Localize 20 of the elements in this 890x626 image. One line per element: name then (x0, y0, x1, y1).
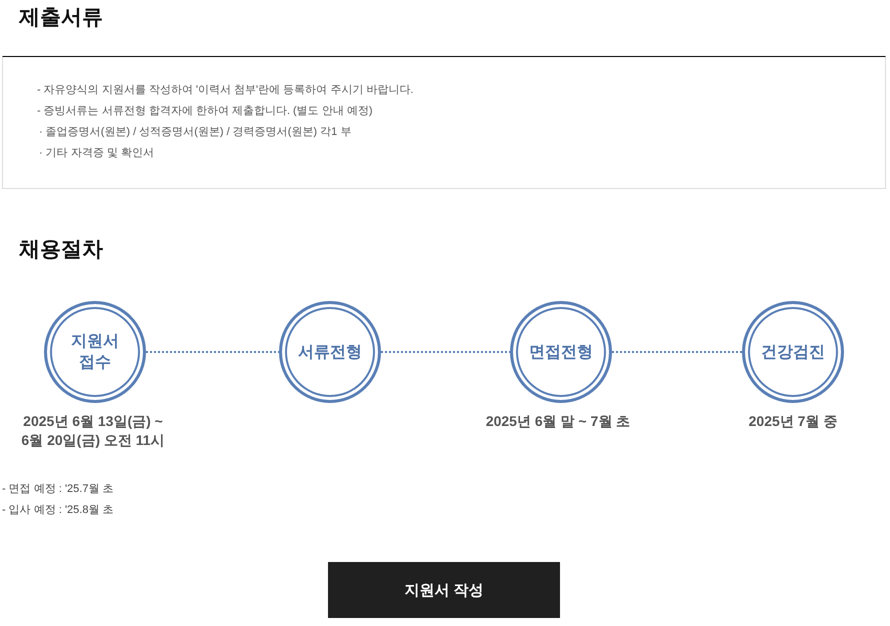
notice-panel (2, 56, 886, 189)
step-label: 지원서 접수 (70, 332, 120, 373)
dotted-connector (381, 351, 510, 353)
section-heading: 제출서류 (19, 5, 103, 31)
date-text: 2025년 7월 중 (748, 412, 838, 431)
dotted-connector (612, 351, 742, 353)
notice-text: · 기타 자격증 및 확인서 (39, 146, 154, 161)
notice-text: - 증빙서류는 서류전형 합격자에 한하여 제출합니다. (별도 안내 예정) (37, 104, 372, 119)
section-heading: 채용절차 (19, 237, 103, 263)
date-text: 2025년 6월 13일(금) ~ 6월 20일(금) 오전 11시 (20, 412, 166, 450)
note-text: - 입사 예정 : '25.8월 초 (2, 503, 114, 518)
note-text: - 면접 예정 : '25.7월 초 (2, 482, 114, 497)
notice-text: · 졸업증명서(원본) / 성적증명서(원본) / 경력증명서(원본) 각1 부 (39, 125, 352, 140)
step-label: 건강검진 (760, 342, 826, 362)
date-text: 2025년 6월 말 ~ 7월 초 (484, 412, 632, 431)
step-label: 서류전형 (297, 342, 363, 362)
step-label: 면접전형 (528, 342, 594, 362)
dotted-connector (146, 351, 279, 353)
notice-text: - 자유양식의 지원서를 작성하여 '이력서 첨부'란에 등록하여 주시기 바랍니다. (37, 83, 414, 98)
apply-button: 지원서 작성 (328, 562, 560, 618)
